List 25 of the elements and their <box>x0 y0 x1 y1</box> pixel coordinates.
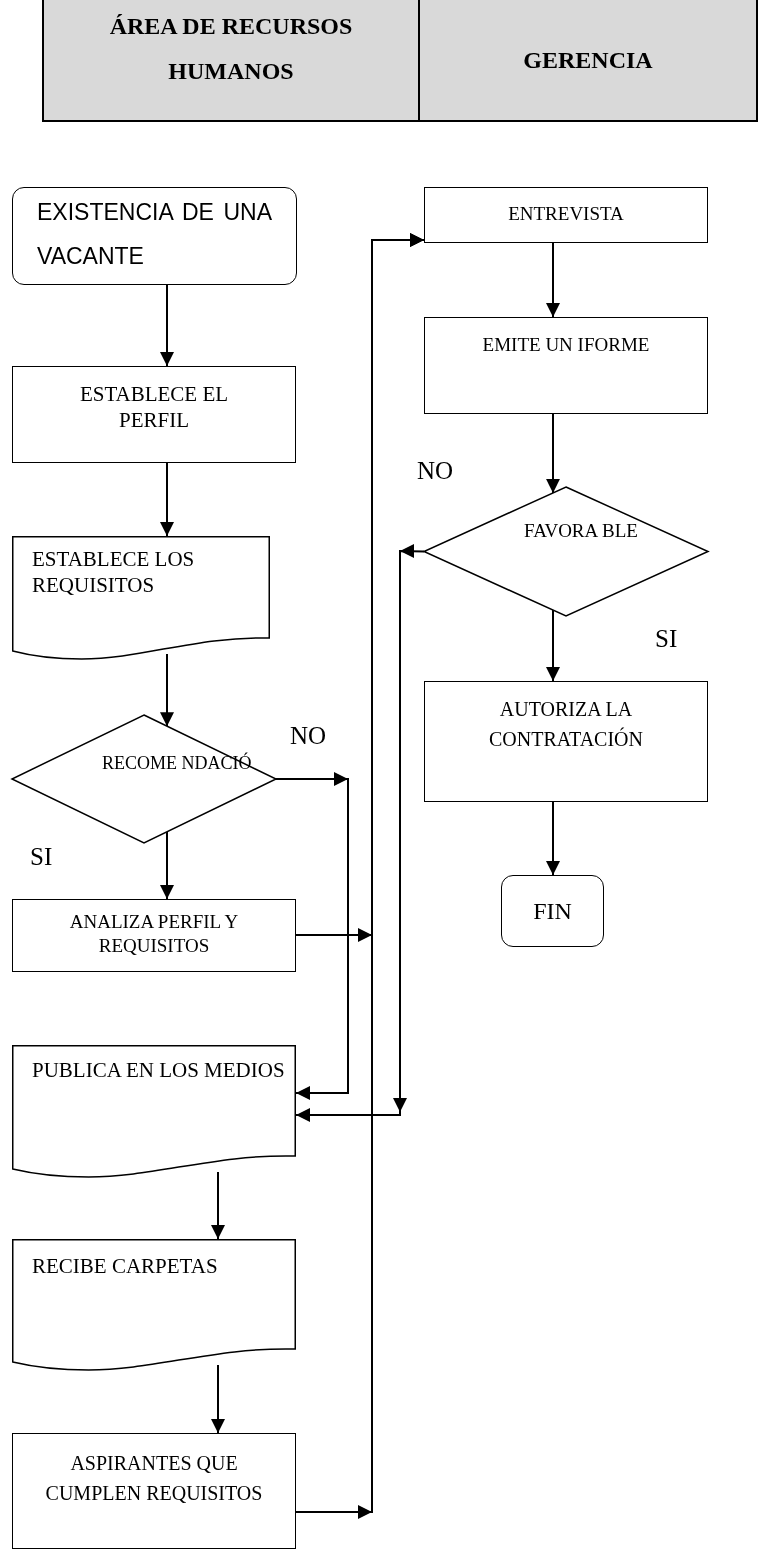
step-text: AUTORIZA LA CONTRATACIÓN <box>488 697 644 752</box>
process-box <box>12 899 296 972</box>
step-text: ANALIZA PERFIL Y REQUISITOS <box>68 910 240 958</box>
terminal-box <box>12 187 297 285</box>
process-box <box>424 681 708 802</box>
step-text: EMITE UN IFORME <box>481 333 651 357</box>
step-text: ASPIRANTES QUE CUMPLEN REQUISITOS <box>44 1451 264 1506</box>
step-text: ESTABLECE LOS REQUISITOS <box>31 546 196 598</box>
step-text: ENTREVISTA <box>507 202 625 226</box>
step-text: PUBLICA EN LOS MEDIOS <box>31 1057 286 1083</box>
step-text: RECOME NDACIÓ <box>101 751 253 775</box>
process-box <box>424 317 708 414</box>
process-box <box>424 187 708 243</box>
terminal-box <box>501 875 604 947</box>
step-text: RECIBE CARPETAS <box>31 1253 219 1279</box>
step-text: FAVORA BLE <box>523 519 639 543</box>
process-box <box>12 366 296 463</box>
step-text: GERENCIA <box>522 46 654 75</box>
process-box <box>12 1433 296 1549</box>
step-text: EXISTENCIA DE UNA VACANTE <box>36 198 273 271</box>
step-text: ESTABLECE EL PERFIL <box>78 381 230 433</box>
step-text: ÁREA DE RECURSOS HUMANOS <box>108 12 354 86</box>
step-text: FIN <box>532 897 573 926</box>
header-cell <box>420 0 758 122</box>
header-cell <box>42 0 420 122</box>
